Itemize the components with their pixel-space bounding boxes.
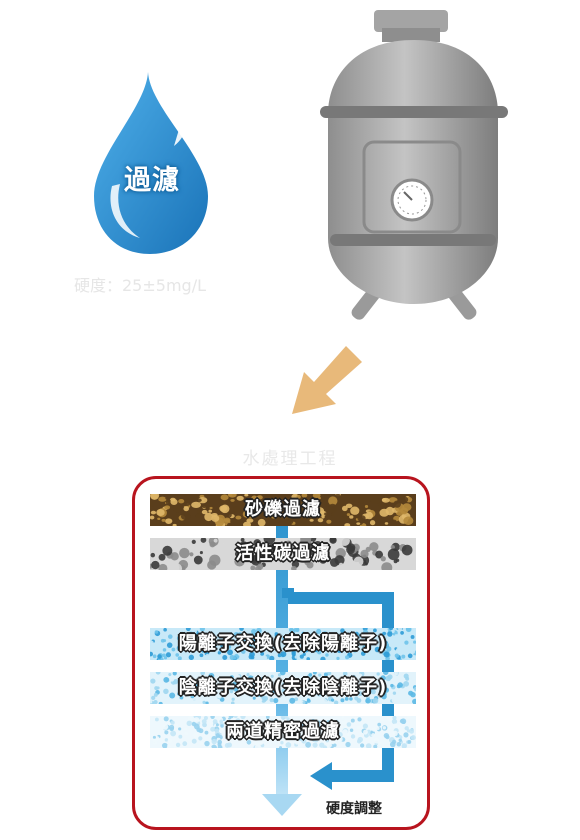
layer-label: 陽離子交換(去除陽離子) xyxy=(178,633,388,654)
layer-activated-carbon: 活性碳過濾 xyxy=(150,538,416,570)
layer-label: 兩道精密過濾 xyxy=(226,721,340,742)
layer-anion-exchange: 陰離子交換(去除陰離子) xyxy=(150,672,416,704)
layer-gravel-filtration: 砂礫過濾 xyxy=(150,494,416,526)
layer-cation-exchange: 陽離子交換(去除陽離子) xyxy=(150,628,416,660)
drop-label: 過濾 xyxy=(124,165,180,196)
bypass-arrowhead xyxy=(310,762,332,790)
layer-label: 砂礫過濾 xyxy=(245,499,321,520)
layer-label: 陰離子交換(去除陰離子) xyxy=(178,677,388,698)
water-drop-icon xyxy=(94,72,208,254)
hardness-adjust-label: 硬度調整 xyxy=(326,801,382,817)
layer-precision-filtration: 兩道精密過濾 xyxy=(150,716,416,748)
pressure-gauge-icon xyxy=(390,178,434,222)
process-title: 水處理工程 xyxy=(242,449,338,469)
layer-label: 活性碳過濾 xyxy=(235,543,331,564)
arrow-down-left-icon xyxy=(292,346,362,414)
main-flow-arrowhead xyxy=(262,794,302,816)
water-tank-icon xyxy=(320,10,508,320)
hardness-label: 硬度：25±5mg/L xyxy=(74,276,206,295)
